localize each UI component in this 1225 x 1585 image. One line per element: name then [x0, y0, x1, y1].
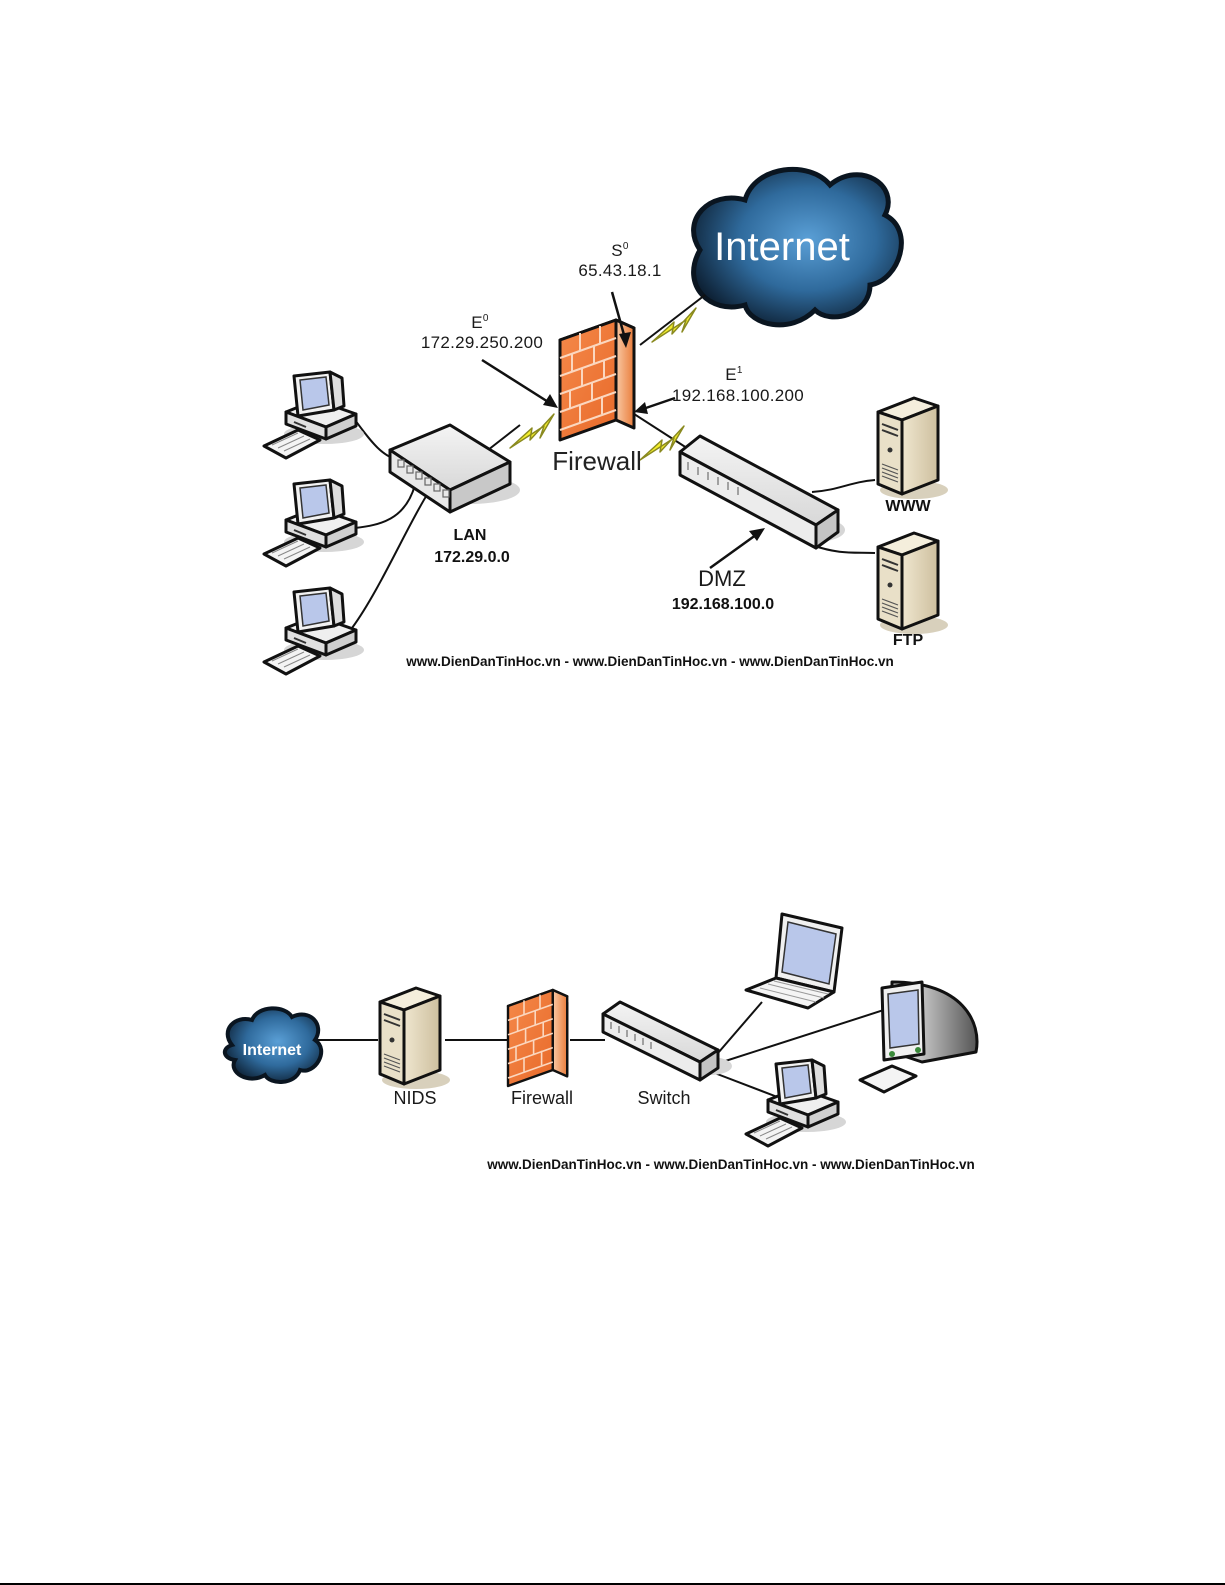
- lightning-internet-link-icon: [651, 307, 697, 343]
- www-server-icon: [876, 396, 950, 501]
- www-server-label: WWW: [885, 498, 931, 515]
- crt-monitor-icon: [858, 980, 979, 1094]
- lan-name-label: LAN: [454, 527, 487, 544]
- dmz-name-label: DMZ: [698, 566, 746, 591]
- watermark-text: www.DienDanTinHoc.vn - www.DienDanTinHoc…: [405, 654, 894, 669]
- e0-ip-label: 172.29.250.200: [421, 333, 543, 352]
- cloud-label-small: Internet: [243, 1042, 302, 1059]
- e1-interface-label: E1: [725, 365, 743, 384]
- dmz-switch-icon: [678, 434, 845, 550]
- firewall-small-label: Firewall: [511, 1088, 573, 1108]
- nids-label: NIDS: [393, 1088, 436, 1108]
- e1-ip-label: 192.168.100.200: [672, 386, 804, 405]
- lan-pc-1-icon: [262, 370, 366, 460]
- internet-cloud-icon: Internet: [691, 166, 904, 328]
- diagram-nids-chain: Internet NIDS Firewall Switch www.Dien: [222, 912, 979, 1172]
- s0-interface-label: S0: [611, 241, 629, 260]
- lightning-lan-link-icon: [509, 413, 555, 449]
- cloud-label: Internet: [714, 225, 850, 269]
- diagram-firewall-dmz: Internet Firewall: [262, 166, 950, 676]
- e0-interface-label: E0: [471, 313, 489, 332]
- switch-label: Switch: [637, 1088, 690, 1108]
- lan-hub-icon: [388, 423, 520, 514]
- nids-server-icon: [378, 986, 452, 1091]
- lan-pc-3-icon: [262, 586, 366, 676]
- firewall-label: Firewall: [552, 446, 642, 476]
- ftp-server-label: FTP: [893, 632, 924, 649]
- page-bottom-rule: [0, 1583, 1225, 1585]
- interface-arrows: [481, 291, 765, 570]
- dmz-network-label: 192.168.100.0: [672, 596, 774, 613]
- s0-ip-label: 65.43.18.1: [578, 261, 661, 280]
- ftp-server-icon: [876, 531, 950, 636]
- chain-wires: [316, 1001, 891, 1099]
- internet-cloud-small-icon: Internet: [222, 1006, 324, 1084]
- switch-icon: [601, 1000, 732, 1082]
- lan-pc-2-icon: [262, 478, 366, 568]
- desktop-pc-icon: [744, 1058, 848, 1148]
- laptop-icon: [744, 912, 844, 1010]
- lan-network-label: 172.29.0.0: [434, 549, 510, 566]
- watermark-text-2: www.DienDanTinHoc.vn - www.DienDanTinHoc…: [486, 1157, 975, 1172]
- firewall-small-icon: [506, 988, 569, 1088]
